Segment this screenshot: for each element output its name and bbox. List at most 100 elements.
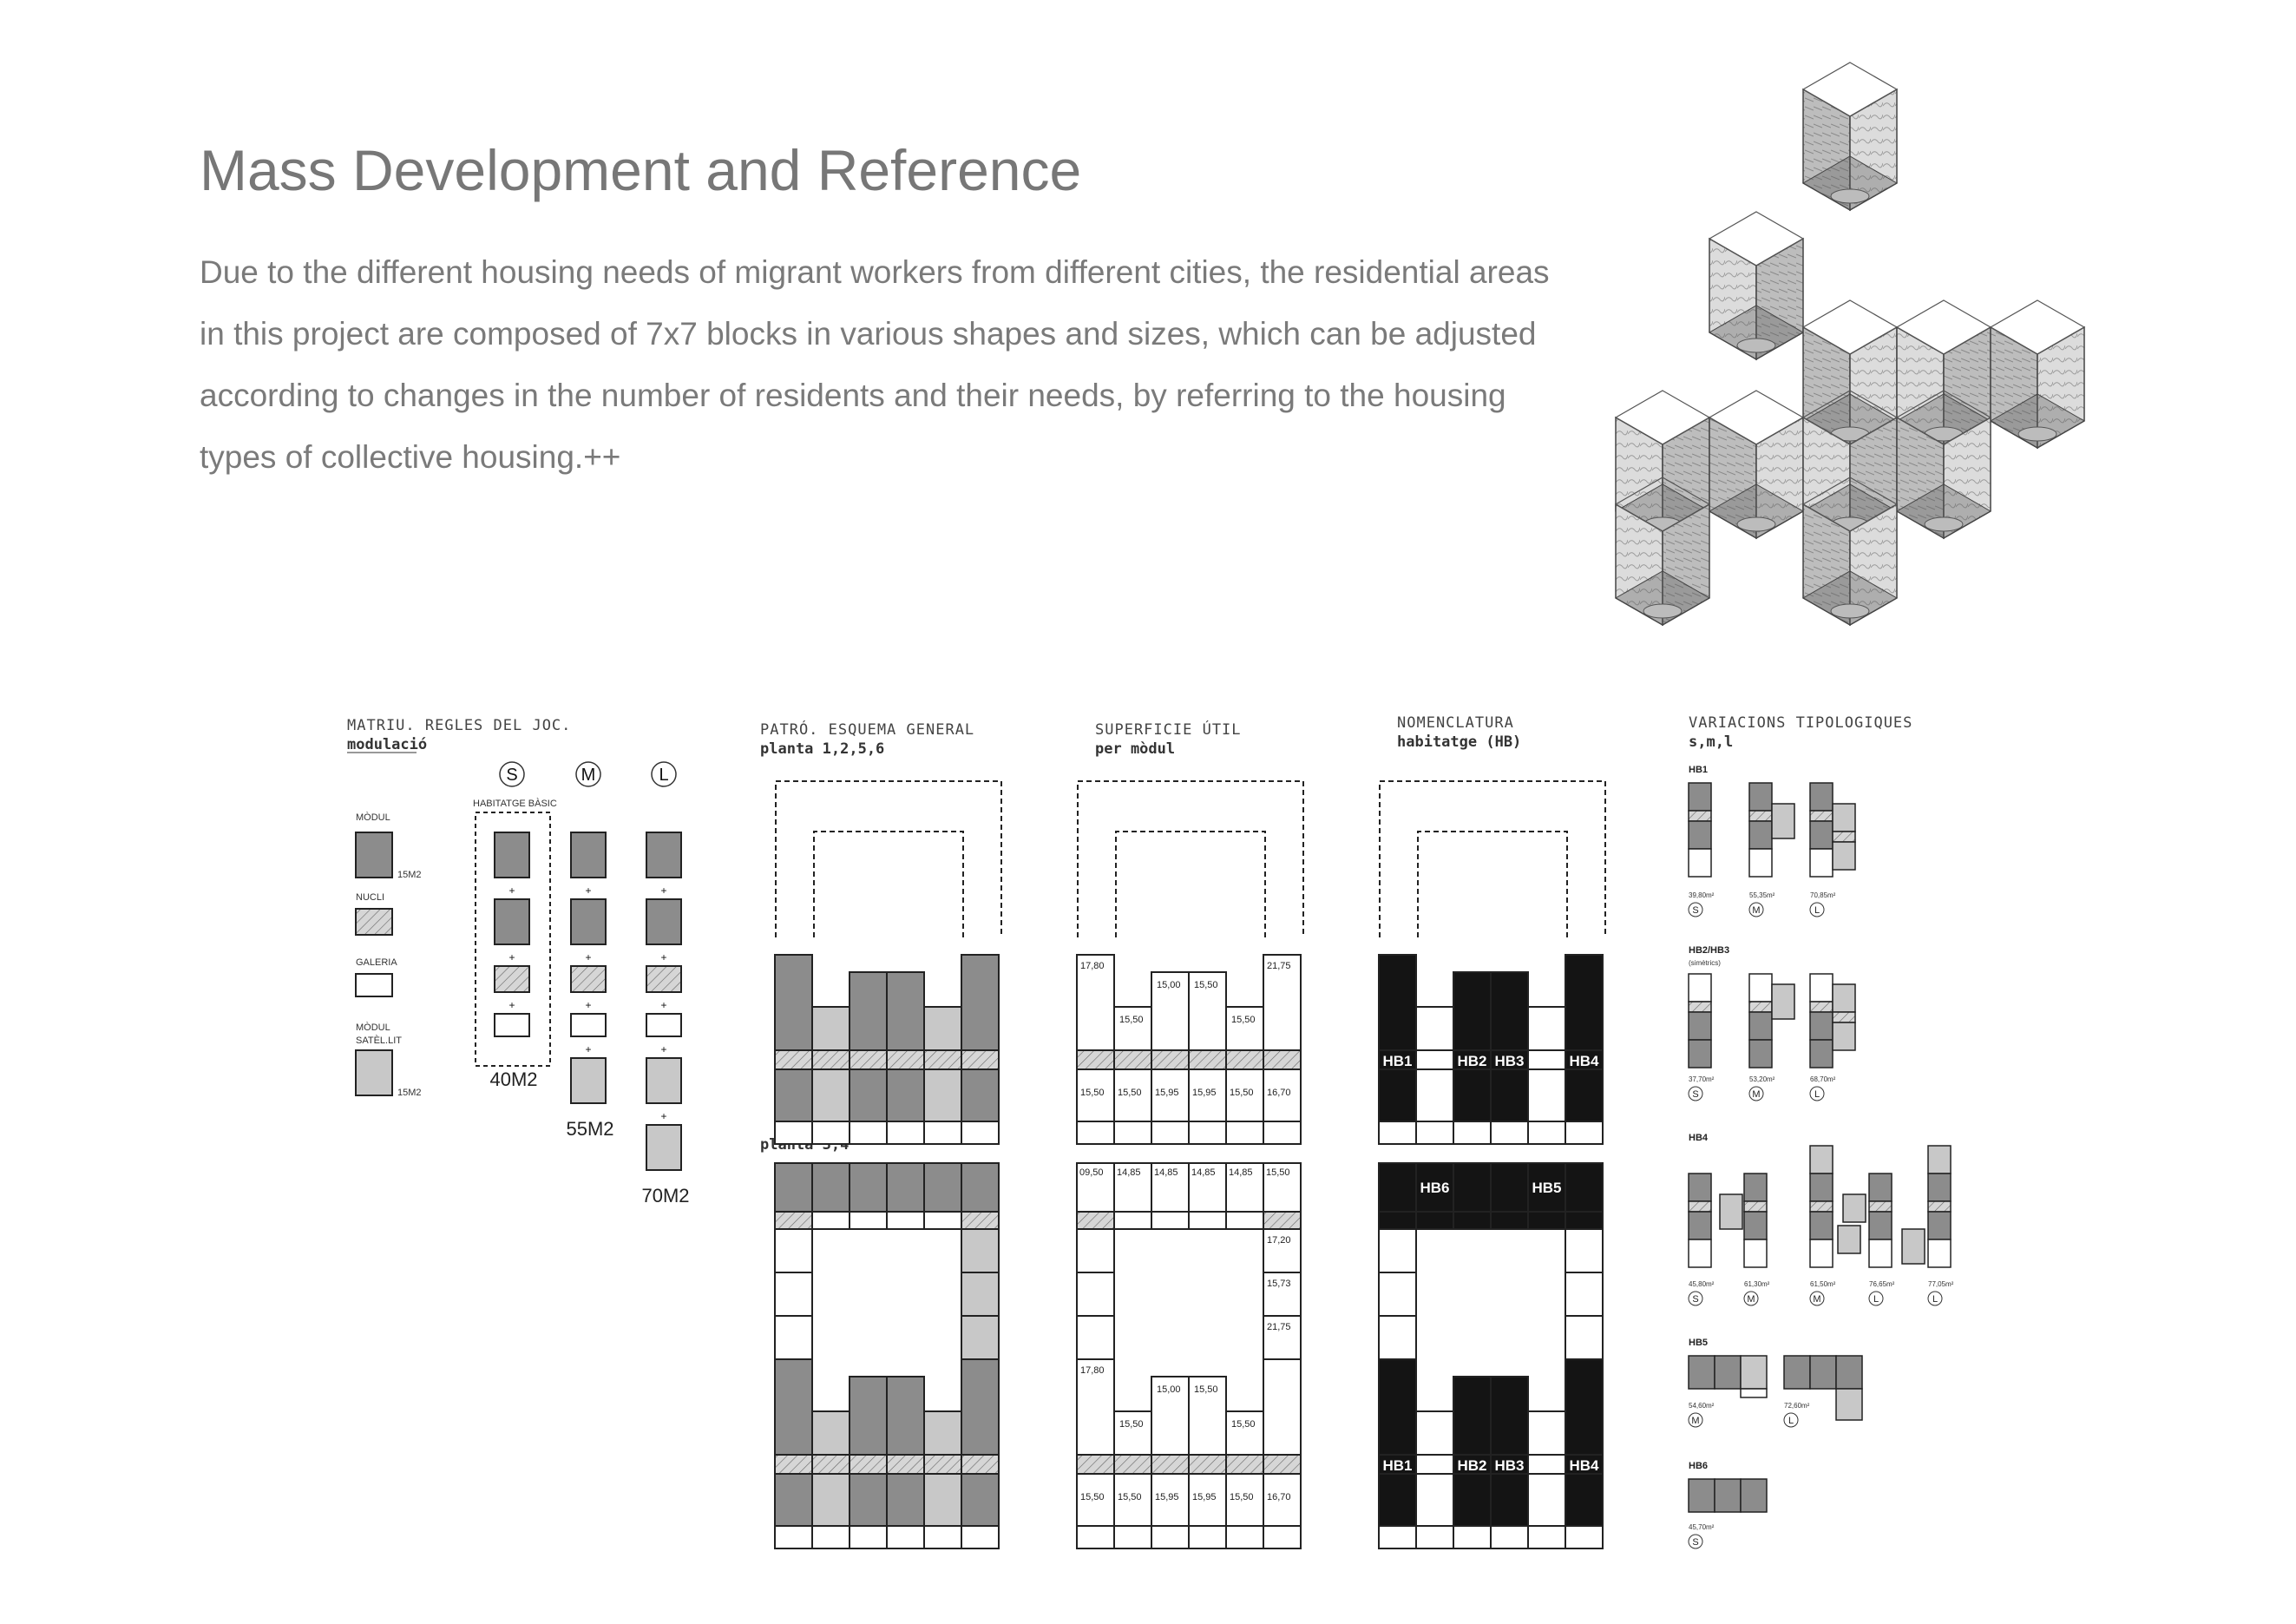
hex-cube bbox=[1801, 477, 1899, 627]
area-heading: SUPERFICIE ÚTIL bbox=[1095, 720, 1242, 739]
variation-cell bbox=[1743, 1200, 1768, 1213]
plan-core bbox=[1565, 1211, 1604, 1230]
variation-cell bbox=[1832, 841, 1856, 871]
plan-module bbox=[811, 1006, 850, 1051]
gallery-cell bbox=[886, 1121, 925, 1145]
hex-cube bbox=[1801, 62, 1899, 212]
variation-title: HB6 bbox=[1689, 1461, 1708, 1471]
plan-module bbox=[923, 1006, 962, 1051]
plan-core bbox=[1415, 1211, 1454, 1230]
plan-core bbox=[923, 1049, 962, 1070]
gallery-cell bbox=[1527, 1121, 1566, 1145]
size-circle bbox=[1743, 1291, 1759, 1306]
plan-module bbox=[1076, 1358, 1115, 1456]
hex-cube bbox=[1895, 390, 1992, 540]
plan-module bbox=[1076, 1272, 1115, 1317]
plan-module bbox=[1453, 1376, 1492, 1456]
page-title: Mass Development and Reference bbox=[200, 138, 1082, 202]
variation-title: HB4 bbox=[1689, 1133, 1709, 1143]
stack-block bbox=[494, 1013, 530, 1037]
plan-module bbox=[1076, 1068, 1115, 1122]
plan-module bbox=[1565, 1272, 1604, 1317]
variation-cell bbox=[1927, 1239, 1952, 1268]
variation-cell bbox=[1688, 1355, 1715, 1390]
stack-block bbox=[570, 1057, 607, 1104]
plan-module bbox=[1565, 1473, 1604, 1527]
area-value: 09,50 bbox=[1079, 1167, 1104, 1178]
variation-cell bbox=[1748, 1001, 1773, 1013]
size-circle bbox=[1783, 1412, 1799, 1428]
plan-module bbox=[774, 1315, 813, 1360]
variation-cell bbox=[1688, 1239, 1712, 1268]
plan-module bbox=[1415, 1473, 1454, 1527]
legend-satellit-1: MÒDUL bbox=[356, 1022, 390, 1033]
variation-cell bbox=[1688, 1478, 1715, 1513]
plan-module bbox=[1527, 1162, 1566, 1213]
area-value: 15,00 bbox=[1157, 980, 1181, 990]
area-subheading: per mòdul bbox=[1095, 740, 1175, 758]
gallery-cell bbox=[1490, 1121, 1529, 1145]
variation-cell bbox=[1809, 810, 1834, 822]
area-value: 15,00 bbox=[1157, 1384, 1181, 1395]
plan-module bbox=[961, 1068, 1000, 1122]
gallery-cell bbox=[1113, 1121, 1152, 1145]
hex-cube bbox=[1614, 477, 1711, 627]
plan-module bbox=[1263, 1228, 1302, 1273]
hb-label: HB4 bbox=[1569, 1053, 1599, 1069]
variation-cell bbox=[1688, 1001, 1712, 1013]
plan-module bbox=[1565, 1315, 1604, 1360]
plan-core bbox=[1188, 1049, 1227, 1070]
variation-cell bbox=[1748, 973, 1773, 1003]
stack-block bbox=[646, 1124, 682, 1171]
plan-module bbox=[811, 1162, 850, 1213]
variation-cell bbox=[1748, 848, 1773, 878]
plan-module bbox=[886, 971, 925, 1051]
legend-modul-area: 15M2 bbox=[397, 870, 422, 880]
variation-cell bbox=[1832, 803, 1856, 832]
variation-size: L bbox=[1932, 1294, 1938, 1305]
variation-cell bbox=[1748, 820, 1773, 850]
gallery-cell bbox=[1490, 1525, 1529, 1549]
area-value: 14,85 bbox=[1154, 1167, 1178, 1178]
plan-module bbox=[1076, 954, 1115, 1051]
variation-cell bbox=[1809, 1011, 1834, 1041]
variation-cell bbox=[1719, 1193, 1743, 1230]
gallery-cell bbox=[1151, 1121, 1190, 1145]
description-paragraph: Due to the different housing needs of mi… bbox=[200, 254, 1550, 475]
variation-cell bbox=[1748, 1039, 1773, 1068]
plan-core bbox=[774, 1454, 813, 1475]
plus-sign: + bbox=[660, 999, 666, 1011]
gallery-cell bbox=[1076, 1121, 1115, 1145]
variation-area: 77,05m² bbox=[1928, 1280, 1954, 1288]
hb-label: HB1 bbox=[1382, 1457, 1412, 1474]
plan-module bbox=[1113, 1006, 1152, 1051]
variation-cell bbox=[1868, 1239, 1893, 1268]
hb-label: HB6 bbox=[1420, 1180, 1449, 1196]
variation-cell bbox=[1688, 782, 1712, 812]
size-circle bbox=[1688, 1534, 1703, 1549]
variation-cell bbox=[1740, 1388, 1768, 1398]
gallery-cell bbox=[923, 1525, 962, 1549]
plan-module bbox=[1378, 1473, 1417, 1527]
gallery-cell bbox=[886, 1525, 925, 1549]
dashed-courtyard-outline bbox=[1115, 831, 1266, 937]
variation-area: 45,80m² bbox=[1689, 1280, 1715, 1288]
plan-core bbox=[1263, 1454, 1302, 1475]
plan-module bbox=[1378, 1358, 1417, 1456]
area-value: 15,50 bbox=[1230, 1088, 1254, 1098]
area-value: 15,73 bbox=[1267, 1279, 1291, 1289]
plan-core bbox=[1527, 1454, 1566, 1475]
plan-module bbox=[961, 1162, 1000, 1213]
legend-nucli-swatch bbox=[355, 908, 393, 936]
plan-module bbox=[1527, 1006, 1566, 1051]
plus-sign: + bbox=[508, 951, 515, 963]
plan-module bbox=[1076, 1162, 1115, 1213]
area-value: 14,85 bbox=[1191, 1167, 1216, 1178]
variation-area: 37,70m² bbox=[1689, 1075, 1715, 1083]
variation-size: L bbox=[1814, 1089, 1820, 1100]
names-heading: NOMENCLATURA bbox=[1397, 714, 1514, 732]
plan-module bbox=[1527, 1068, 1566, 1122]
plan-module bbox=[849, 1068, 888, 1122]
plan-module bbox=[1527, 1473, 1566, 1527]
plan-module bbox=[961, 1228, 1000, 1273]
